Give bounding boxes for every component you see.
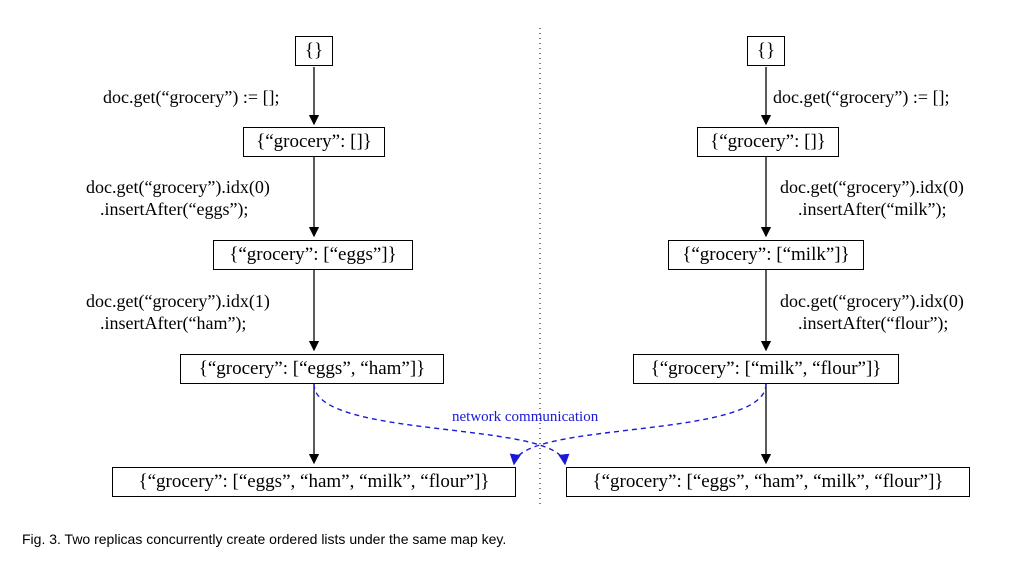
left-op-2-line-0: doc.get(“grocery”).idx(1)	[86, 291, 270, 311]
right-op-1-line-1: .insertAfter(“milk”);	[798, 199, 947, 219]
network-arrow-left-to-right	[313, 383, 570, 466]
right-op-0-line-0: doc.get(“grocery”) := [];	[773, 87, 950, 107]
left-op-1-line-1: .insertAfter(“eggs”);	[100, 199, 249, 219]
right-op-2-line-0: doc.get(“grocery”).idx(0)	[780, 291, 964, 311]
right-op-2-line-1: .insertAfter(“flour”);	[798, 313, 949, 333]
left-state-0: {}	[295, 36, 333, 66]
right-op-1-line-0: doc.get(“grocery”).idx(0)	[780, 177, 964, 197]
network-communication-label: network communication	[452, 409, 599, 425]
right-state-1: {“grocery”: []}	[697, 127, 839, 157]
left-op-0-line-0: doc.get(“grocery”) := [];	[103, 87, 280, 107]
left-state-2: {“grocery”: [“eggs”]}	[213, 240, 413, 270]
right-op-2: doc.get(“grocery”).idx(0) .insertAfter(“…	[780, 290, 964, 334]
left-state-4: {“grocery”: [“eggs”, “ham”, “milk”, “flo…	[112, 467, 516, 497]
figure-caption: Fig. 3. Two replicas concurrently create…	[22, 531, 507, 547]
right-state-2: {“grocery”: [“milk”]}	[668, 240, 864, 270]
right-state-4: {“grocery”: [“eggs”, “ham”, “milk”, “flo…	[566, 467, 970, 497]
right-state-0: {}	[747, 36, 785, 66]
left-op-2-line-1: .insertAfter(“ham”);	[100, 313, 247, 333]
left-state-1: {“grocery”: []}	[243, 127, 385, 157]
right-op-0: doc.get(“grocery”) := [];	[773, 86, 950, 108]
network-arrow-right-to-left	[509, 383, 767, 466]
right-state-3: {“grocery”: [“milk”, “flour”]}	[633, 354, 899, 384]
left-op-1: doc.get(“grocery”).idx(0) .insertAfter(“…	[86, 176, 270, 220]
left-op-2: doc.get(“grocery”).idx(1) .insertAfter(“…	[86, 290, 270, 334]
left-state-3: {“grocery”: [“eggs”, “ham”]}	[180, 354, 444, 384]
left-op-1-line-0: doc.get(“grocery”).idx(0)	[86, 177, 270, 197]
right-op-1: doc.get(“grocery”).idx(0) .insertAfter(“…	[780, 176, 964, 220]
left-op-0: doc.get(“grocery”) := [];	[103, 86, 280, 108]
